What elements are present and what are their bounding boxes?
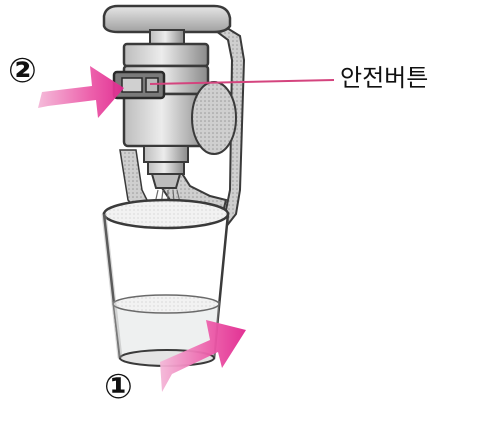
safety-button [112,70,166,100]
step-2-label: ② [8,51,37,91]
safety-button-label: 안전버튼 [340,64,429,92]
step-1-label: ① [104,367,133,407]
tap-column [122,42,237,189]
arrow-right-icon [160,320,246,392]
tap-top-cap [102,4,232,47]
arrow-right-icon [38,66,124,118]
callout-line [149,79,335,85]
cup [101,198,230,367]
